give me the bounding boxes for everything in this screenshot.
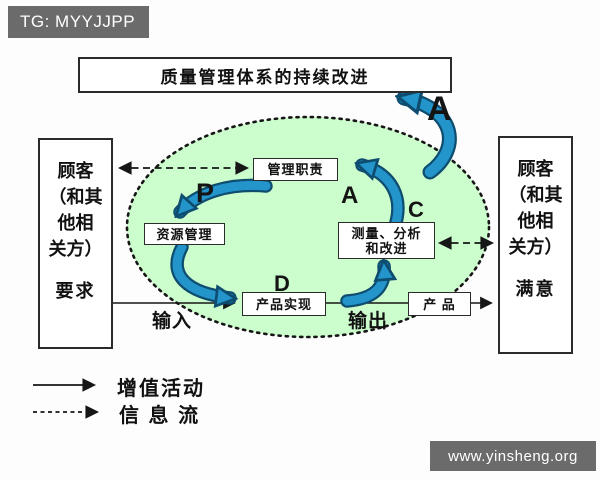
product-label: 产 品 <box>423 296 456 312</box>
customer-right-top-text: 顾客 （和其 他相 关方） <box>509 156 563 260</box>
legend-information-flow-label: 信 息 流 <box>119 405 201 427</box>
customer-left-top-text: 顾客 （和其 他相 关方） <box>49 158 103 262</box>
p-arrow-icon <box>180 180 271 212</box>
customer-left-line: 关方） <box>48 239 103 259</box>
customer-right-line: 关方） <box>508 237 563 257</box>
letter-c: C <box>408 197 424 222</box>
watermark-badge-top: TG: MYYJJPP <box>8 6 149 38</box>
satisfaction-label: 满意 <box>515 279 556 299</box>
a-outer-arrow-icon <box>404 98 455 178</box>
product-realization-label: 产品实现 <box>255 296 312 312</box>
customer-right-line: 顾客 <box>517 159 554 179</box>
d-arrow-icon <box>172 242 230 298</box>
customer-requirements-box: 顾客 （和其 他相 关方） 要求 <box>38 138 113 349</box>
measurement-label-line1: 测量、分析 <box>351 225 422 241</box>
website-badge: www.yinsheng.org <box>430 441 596 471</box>
c-arrow-icon <box>342 266 384 306</box>
management-responsibility-label: 管理职责 <box>267 162 324 177</box>
requirements-label: 要求 <box>55 281 96 301</box>
a-inner-arrow-icon <box>362 165 403 234</box>
product-realization-node: 产品实现 <box>242 292 326 316</box>
management-responsibility-node: 管理职责 <box>253 158 338 181</box>
input-label: 输入 <box>152 311 193 332</box>
customer-satisfaction-box: 顾客 （和其 他相 关方） 满意 <box>498 136 573 354</box>
dashed-flow-lines <box>117 161 495 250</box>
measurement-analysis-node: 测量、分析 和改进 <box>338 222 435 259</box>
diagram-title: 质量管理体系的持续改进 <box>78 57 452 93</box>
resource-management-label: 资源管理 <box>156 226 213 242</box>
product-node: 产 品 <box>408 292 471 316</box>
customer-right-line: （和其 <box>508 185 563 205</box>
customer-left-line: （和其 <box>48 187 103 207</box>
legend-value-activity-label: 增值活动 <box>117 378 205 400</box>
letter-a-outer: A <box>427 90 452 128</box>
resource-management-node: 资源管理 <box>144 223 225 245</box>
diagram-title-text: 质量管理体系的持续改进 <box>160 67 370 87</box>
customer-left-line: 顾客 <box>57 161 94 181</box>
letter-d: D <box>274 271 290 296</box>
customer-left-line: 他相 <box>57 213 94 233</box>
legend-arrows <box>33 378 100 419</box>
letter-a-inner: A <box>341 182 359 209</box>
letter-p: P <box>196 178 215 208</box>
measurement-label-line2: 和改进 <box>365 240 408 256</box>
customer-right-line: 他相 <box>517 211 554 231</box>
pdca-arrows <box>170 98 457 306</box>
output-label: 输出 <box>348 311 389 332</box>
